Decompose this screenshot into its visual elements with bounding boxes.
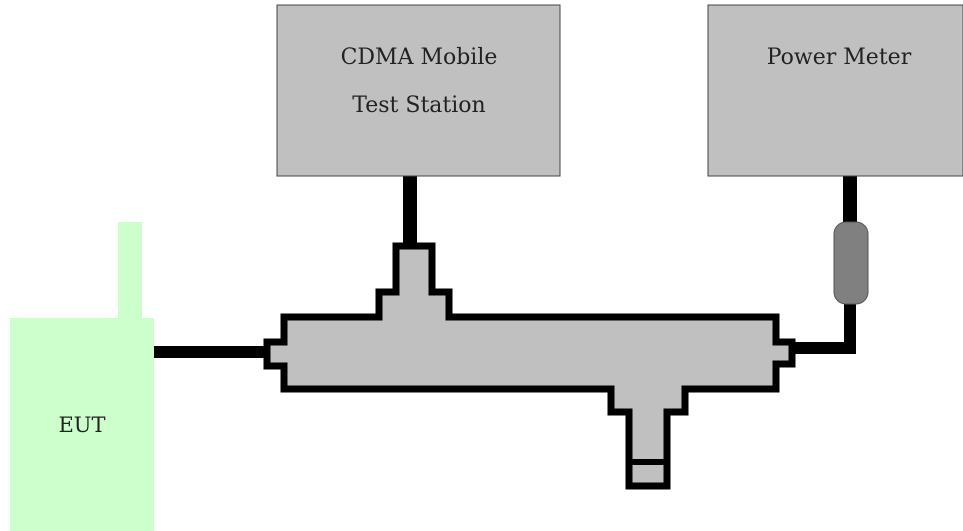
power-meter-label: Power Meter bbox=[767, 45, 912, 70]
test-station-label-line1: CDMA Mobile bbox=[341, 45, 498, 70]
eut-label: EUT bbox=[58, 413, 105, 437]
eut-device: EUT bbox=[10, 222, 154, 531]
power-meter-box: Power Meter bbox=[707, 4, 963, 177]
test-station-label-line2: Test Station bbox=[352, 93, 485, 118]
splitter bbox=[263, 242, 796, 490]
attenuator bbox=[833, 221, 869, 305]
test-station-box: CDMA Mobile Test Station bbox=[276, 4, 561, 177]
eut-body bbox=[10, 318, 154, 531]
cable-attenuator-to-splitter bbox=[792, 300, 856, 354]
eut-antenna bbox=[118, 222, 142, 320]
